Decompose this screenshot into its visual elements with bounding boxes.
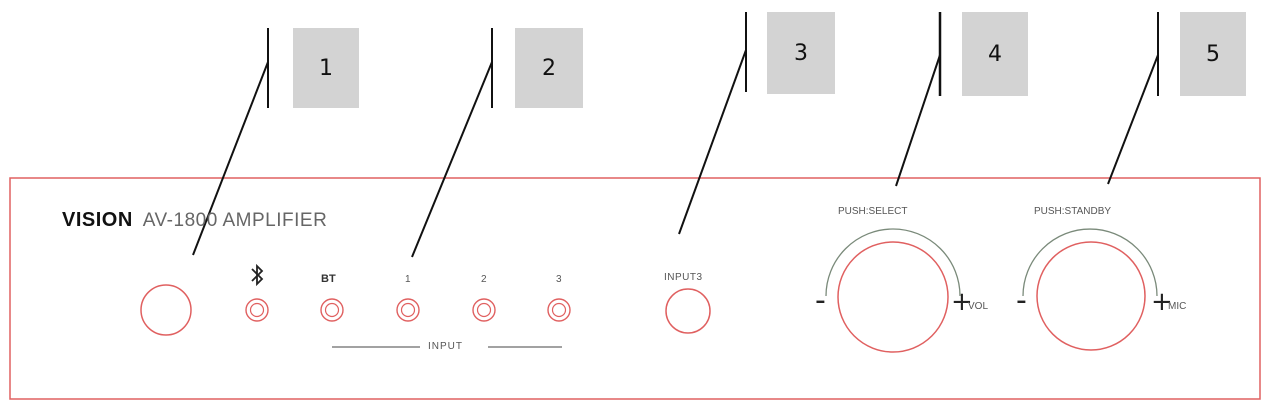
mic-minus-sign: - [1016,283,1027,318]
callout-box-5: 5 [1180,12,1246,96]
callout-number-3: 3 [794,40,808,66]
panel-outline [9,177,1261,400]
input3-front-jack [665,288,711,334]
input3-label: INPUT3 [664,272,703,283]
callout-number-4: 4 [988,41,1002,67]
bt-label: BT [321,273,336,285]
brand-logo: VISION [62,209,133,231]
input-group-label: INPUT [428,341,463,352]
vol-plus-sign: + [951,287,973,317]
vol-knob-caption: PUSH:SELECT [838,206,908,217]
vol-knob-arc [825,228,961,297]
mic-knob-arc [1022,228,1158,297]
callout-1-leader [192,61,269,256]
panel-brand: VISION AV-1800 AMPLIFIER [62,209,327,232]
callout-2-leader [411,61,493,258]
volume-select-knob [837,241,949,353]
model-name: AV-1800 AMPLIFIER [142,210,328,231]
callout-box-4: 4 [962,12,1028,96]
callout-5-leader [1107,54,1159,185]
bluetooth-icon [251,263,264,287]
callout-4-leader [895,54,941,187]
input-3-label: 3 [556,274,562,285]
mic-plus-sign: + [1151,287,1173,317]
callout-box-2: 2 [515,28,583,108]
bt-input-jack [320,298,344,322]
input-1-jack [396,298,420,322]
callout-box-3: 3 [767,12,835,94]
input-1-label: 1 [405,274,411,285]
callout-number-1: 1 [319,55,333,81]
mic-knob-caption: PUSH:STANDBY [1034,206,1112,217]
mic-standby-knob [1036,241,1146,351]
input-2-jack [472,298,496,322]
input-2-label: 2 [481,274,487,285]
callout-number-5: 5 [1206,41,1220,67]
bluetooth-jack [245,298,269,322]
callout-3-leader [678,49,747,235]
callout-box-1: 1 [293,28,359,108]
vol-minus-sign: - [815,283,826,318]
vol-suffix: VOL [968,301,989,312]
mic-suffix: MIC [1168,301,1187,312]
power-button [140,284,192,336]
callout-number-2: 2 [542,55,556,81]
input-3-jack [547,298,571,322]
